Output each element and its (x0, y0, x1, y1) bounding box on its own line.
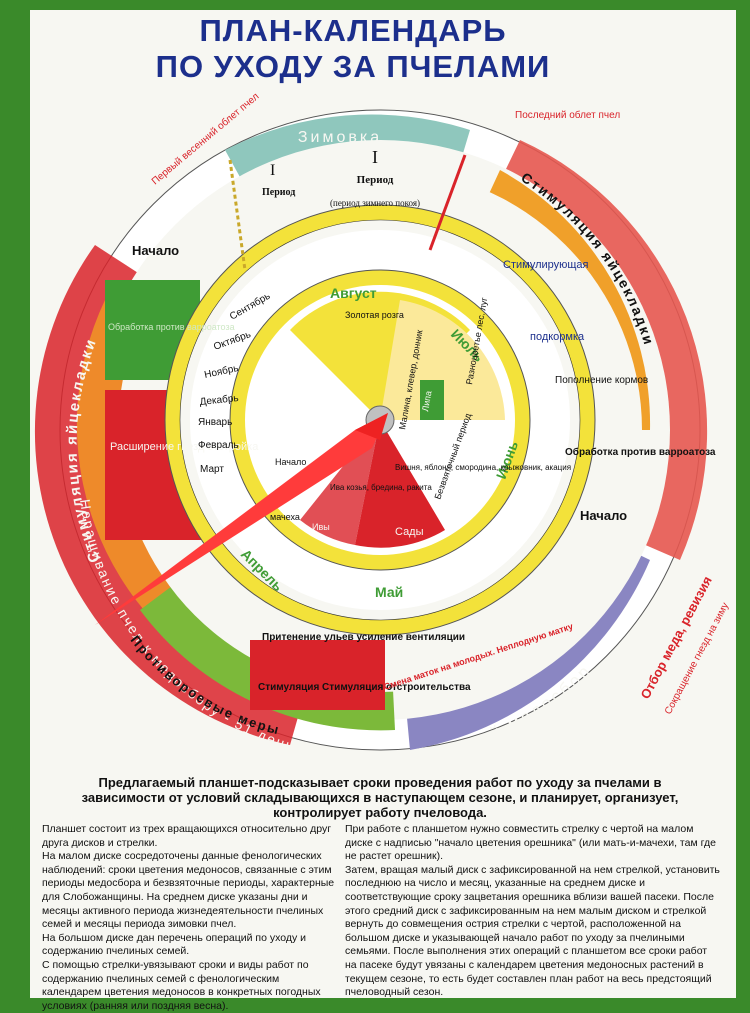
text-left-p1: Планшет состоит из трех вращающихся отно… (42, 823, 332, 849)
ventilation-label: Притенение ульев усиление вентиляции (262, 632, 465, 643)
sector-goldenrod: Золотая розга (345, 310, 404, 320)
text-left-p2: На малом диске сосредоточены данные фено… (42, 850, 335, 931)
text-right-column: При работе с планшетом нужно совместить … (345, 823, 720, 1000)
sector-cherry: Вишня, яблоня, смородина, крыжовник, ака… (395, 463, 571, 472)
stim-build-box (250, 640, 385, 710)
month-mar: Март (200, 464, 224, 475)
sector-coltsfoot: мачеха (270, 512, 300, 522)
expand-label: Расширение гнезд отстройка (110, 441, 259, 453)
sector-gardens: Сады (395, 526, 424, 538)
text-left-p4: С помощью стрелки-увязывают сроки и виды… (42, 958, 321, 1012)
text-left-p3: На большом диске дан перечень операций п… (42, 931, 307, 958)
text-right-p2: Затем, вращая малый диск с зафиксированн… (345, 863, 720, 999)
sector-goat-willow: Ива козья, бредина, ракита (330, 483, 432, 492)
month-dec: Декабрь (199, 392, 239, 408)
pointer-tip (355, 413, 388, 440)
refill-label: Пополнение кормов (555, 375, 648, 386)
first-flight-pointer (228, 159, 247, 271)
sector-willow: Ивы (312, 522, 330, 532)
title-line1: ПЛАН-КАЛЕНДАРЬ (199, 13, 507, 48)
period1-numeral: I (270, 162, 275, 179)
month-feb: Февраль (198, 440, 239, 451)
month-august: Август (330, 285, 377, 301)
meadow-sector (380, 300, 505, 420)
last-flight-pointer (428, 154, 467, 251)
sector-linden: Липа (420, 390, 433, 412)
month-may: Май (375, 584, 403, 600)
gardens-sector (355, 420, 445, 548)
last-flight-label: Последний облет пчел (515, 109, 620, 121)
linden-box (420, 380, 444, 420)
period1-label: Период (262, 187, 295, 198)
feeding-label: подкормка (530, 331, 585, 343)
period-label: Период (357, 174, 394, 186)
pointer-arrow[interactable] (95, 413, 388, 625)
intro-text: Предлагаемый планшет-подсказывает сроки … (81, 775, 679, 820)
start-label-left: Начало (132, 243, 179, 258)
wintering-label: Зимовка (298, 129, 382, 146)
varroa-left-label: Обработка против варроатоза (108, 322, 235, 332)
start-label-right: Начало (580, 508, 627, 523)
month-jan: Январь (198, 417, 232, 428)
varroa-label: Обработка против варроатоза (565, 446, 716, 458)
stimul-label: Стимулирующая (503, 259, 589, 271)
text-right-p1: При работе с планшетом нужно совместить … (345, 823, 716, 863)
stim-build-label: Стимуляция Стимуляция отстроительства (258, 682, 471, 693)
title-line2: ПО УХОДУ ЗА ПЧЕЛАМИ (155, 49, 551, 84)
period-numeral: I (372, 147, 378, 167)
text-left-column: Планшет состоит из трех вращающихся отно… (42, 823, 338, 1013)
period-sub: (период зимнего покоя) (330, 198, 420, 208)
sector-start: Начало (275, 457, 306, 467)
